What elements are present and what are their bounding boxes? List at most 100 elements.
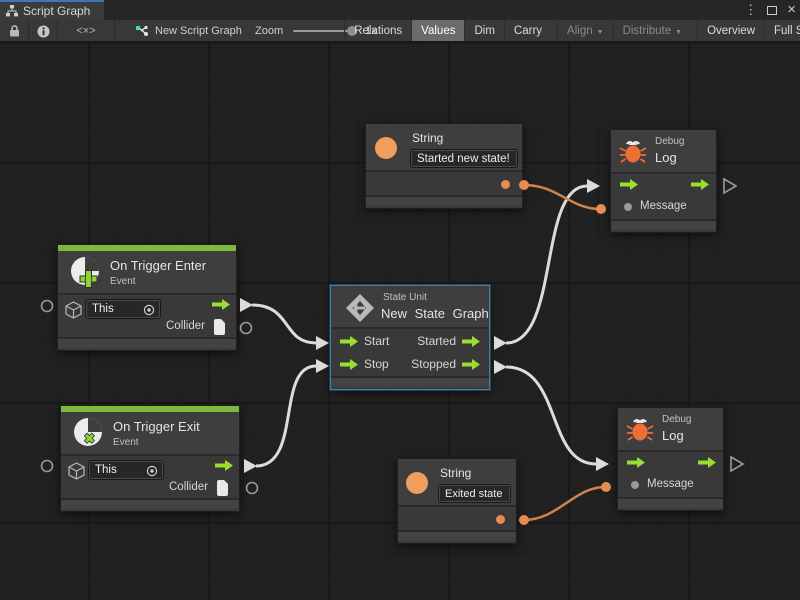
node-on-trigger-enter[interactable]: On Trigger Enter Event This Collider xyxy=(57,244,237,351)
flow-output-port[interactable] xyxy=(698,457,716,468)
tab-title: Script Graph xyxy=(23,4,91,18)
string-literal-icon xyxy=(375,137,397,159)
node-debug-log-bottom[interactable]: Debug Log Message xyxy=(617,407,724,511)
collider-output-port[interactable] xyxy=(245,481,259,495)
wire-stopped-to-log[interactable] xyxy=(505,365,597,466)
script-graph-icon xyxy=(136,25,148,36)
window-menu-button[interactable]: ⋮ xyxy=(744,2,758,17)
overview-button[interactable]: Overview xyxy=(697,20,764,41)
code-view-button[interactable]: <×> xyxy=(76,25,96,37)
distribute-dropdown[interactable]: Distribute ▼ xyxy=(612,20,692,41)
wire-string-to-message-bottom[interactable] xyxy=(523,485,606,522)
dim-button[interactable]: Dim xyxy=(464,20,503,41)
node-footer xyxy=(618,499,723,508)
flow-output-port[interactable] xyxy=(215,460,233,471)
flow-output-port[interactable] xyxy=(212,299,230,310)
values-button[interactable]: Values xyxy=(411,20,465,41)
toolbar-buttons: Relations Values Dim Carry Align ▼ Distr… xyxy=(344,20,800,41)
zoom-value: 1x xyxy=(365,25,377,37)
target-object-dropdown[interactable]: This xyxy=(85,299,161,319)
collider-value-icon xyxy=(214,319,225,335)
zoom-label: Zoom xyxy=(255,25,284,37)
wire-arrowhead xyxy=(494,360,507,374)
port-label: Collider xyxy=(166,320,205,332)
chevron-down-icon: ▼ xyxy=(675,28,683,36)
event-plus-icon xyxy=(71,257,99,288)
carry-button[interactable]: Carry xyxy=(503,20,551,41)
graph-toolbar: <×> New Script Graph Zoom 1x Relations V… xyxy=(0,20,800,42)
string-value-input[interactable]: Exited state xyxy=(438,484,511,503)
wire-exit-to-stop[interactable] xyxy=(255,364,317,468)
graph-hierarchy-icon xyxy=(6,5,18,17)
chevron-down-icon: ▼ xyxy=(596,28,604,36)
start-input-port[interactable] xyxy=(340,336,358,347)
string-output-port[interactable] xyxy=(501,180,510,189)
wire-arrowhead xyxy=(587,179,600,193)
node-kicker: Debug xyxy=(662,414,692,425)
wire-string-to-message-top[interactable] xyxy=(523,183,601,211)
gameobject-cube-icon xyxy=(68,462,85,480)
object-picker-icon[interactable] xyxy=(143,304,155,316)
tab-script-graph[interactable]: Script Graph xyxy=(0,0,105,20)
collider-value-icon xyxy=(217,480,228,496)
stop-input-port[interactable] xyxy=(340,359,358,370)
port-label: Start xyxy=(364,334,390,348)
node-string-bottom[interactable]: String Exited state xyxy=(397,458,517,544)
node-footer xyxy=(611,221,716,230)
coroutine-port[interactable] xyxy=(40,459,54,473)
stopped-output-port[interactable] xyxy=(462,359,480,370)
node-on-trigger-exit[interactable]: On Trigger Exit Event This Collider xyxy=(60,405,240,512)
flow-output-port[interactable] xyxy=(691,179,709,190)
message-input-port[interactable] xyxy=(631,481,639,489)
node-kicker: Debug xyxy=(655,136,685,147)
event-accent-strip xyxy=(58,245,236,251)
lock-icon xyxy=(9,25,19,37)
node-footer xyxy=(58,339,236,348)
string-output-port[interactable] xyxy=(496,515,505,524)
target-object-dropdown[interactable]: This xyxy=(88,460,164,480)
port-label: Stopped xyxy=(411,357,456,371)
node-debug-log-top[interactable]: Debug Log Message xyxy=(610,129,717,233)
wire-enter-to-start[interactable] xyxy=(251,303,317,345)
window-close-button[interactable]: × xyxy=(787,1,796,18)
started-output-port[interactable] xyxy=(462,336,480,347)
node-string-top[interactable]: String Started new state! xyxy=(365,123,523,209)
wire-started-to-log[interactable] xyxy=(505,184,588,345)
align-dropdown[interactable]: Align ▼ xyxy=(557,20,613,41)
window-maximize-button[interactable] xyxy=(767,3,778,18)
flow-input-port[interactable] xyxy=(620,179,638,190)
wire-arrowhead xyxy=(596,457,609,471)
collider-output-port[interactable] xyxy=(239,321,253,335)
lock-button[interactable] xyxy=(0,20,28,41)
node-title: String xyxy=(412,131,444,145)
relations-button[interactable]: Relations xyxy=(344,20,411,41)
flow-input-port[interactable] xyxy=(627,457,645,468)
gameobject-cube-icon xyxy=(65,301,82,319)
coroutine-port[interactable] xyxy=(40,299,54,313)
node-title: Log xyxy=(662,428,684,443)
node-footer xyxy=(366,197,522,206)
object-picker-icon[interactable] xyxy=(146,465,158,477)
node-state-unit[interactable]: State Unit New State Graph Start Started… xyxy=(330,285,490,390)
wire-arrowhead xyxy=(240,298,253,312)
info-button[interactable] xyxy=(29,20,57,41)
full-screen-button[interactable]: Full Scr xyxy=(764,20,800,41)
value-wire-endpoint xyxy=(601,482,611,492)
event-x-icon xyxy=(74,418,102,446)
zoom-slider-knob[interactable] xyxy=(347,26,358,36)
zoom-slider[interactable] xyxy=(293,26,358,36)
graph-name-breadcrumb[interactable]: New Script Graph xyxy=(135,20,242,41)
unconnected-flow-port[interactable] xyxy=(730,455,745,473)
node-title: On Trigger Enter xyxy=(110,258,207,273)
string-value-input[interactable]: Started new state! xyxy=(410,149,518,168)
unconnected-flow-port[interactable] xyxy=(723,177,738,195)
graph-canvas[interactable]: String Started new state! Debug Log xyxy=(0,42,800,600)
node-footer xyxy=(331,378,489,387)
port-label: Started xyxy=(417,334,456,348)
node-subtitle: Event xyxy=(110,276,136,287)
node-subtitle: Event xyxy=(113,437,139,448)
event-accent-strip xyxy=(61,406,239,412)
node-footer xyxy=(398,532,516,541)
message-input-port[interactable] xyxy=(624,203,632,211)
